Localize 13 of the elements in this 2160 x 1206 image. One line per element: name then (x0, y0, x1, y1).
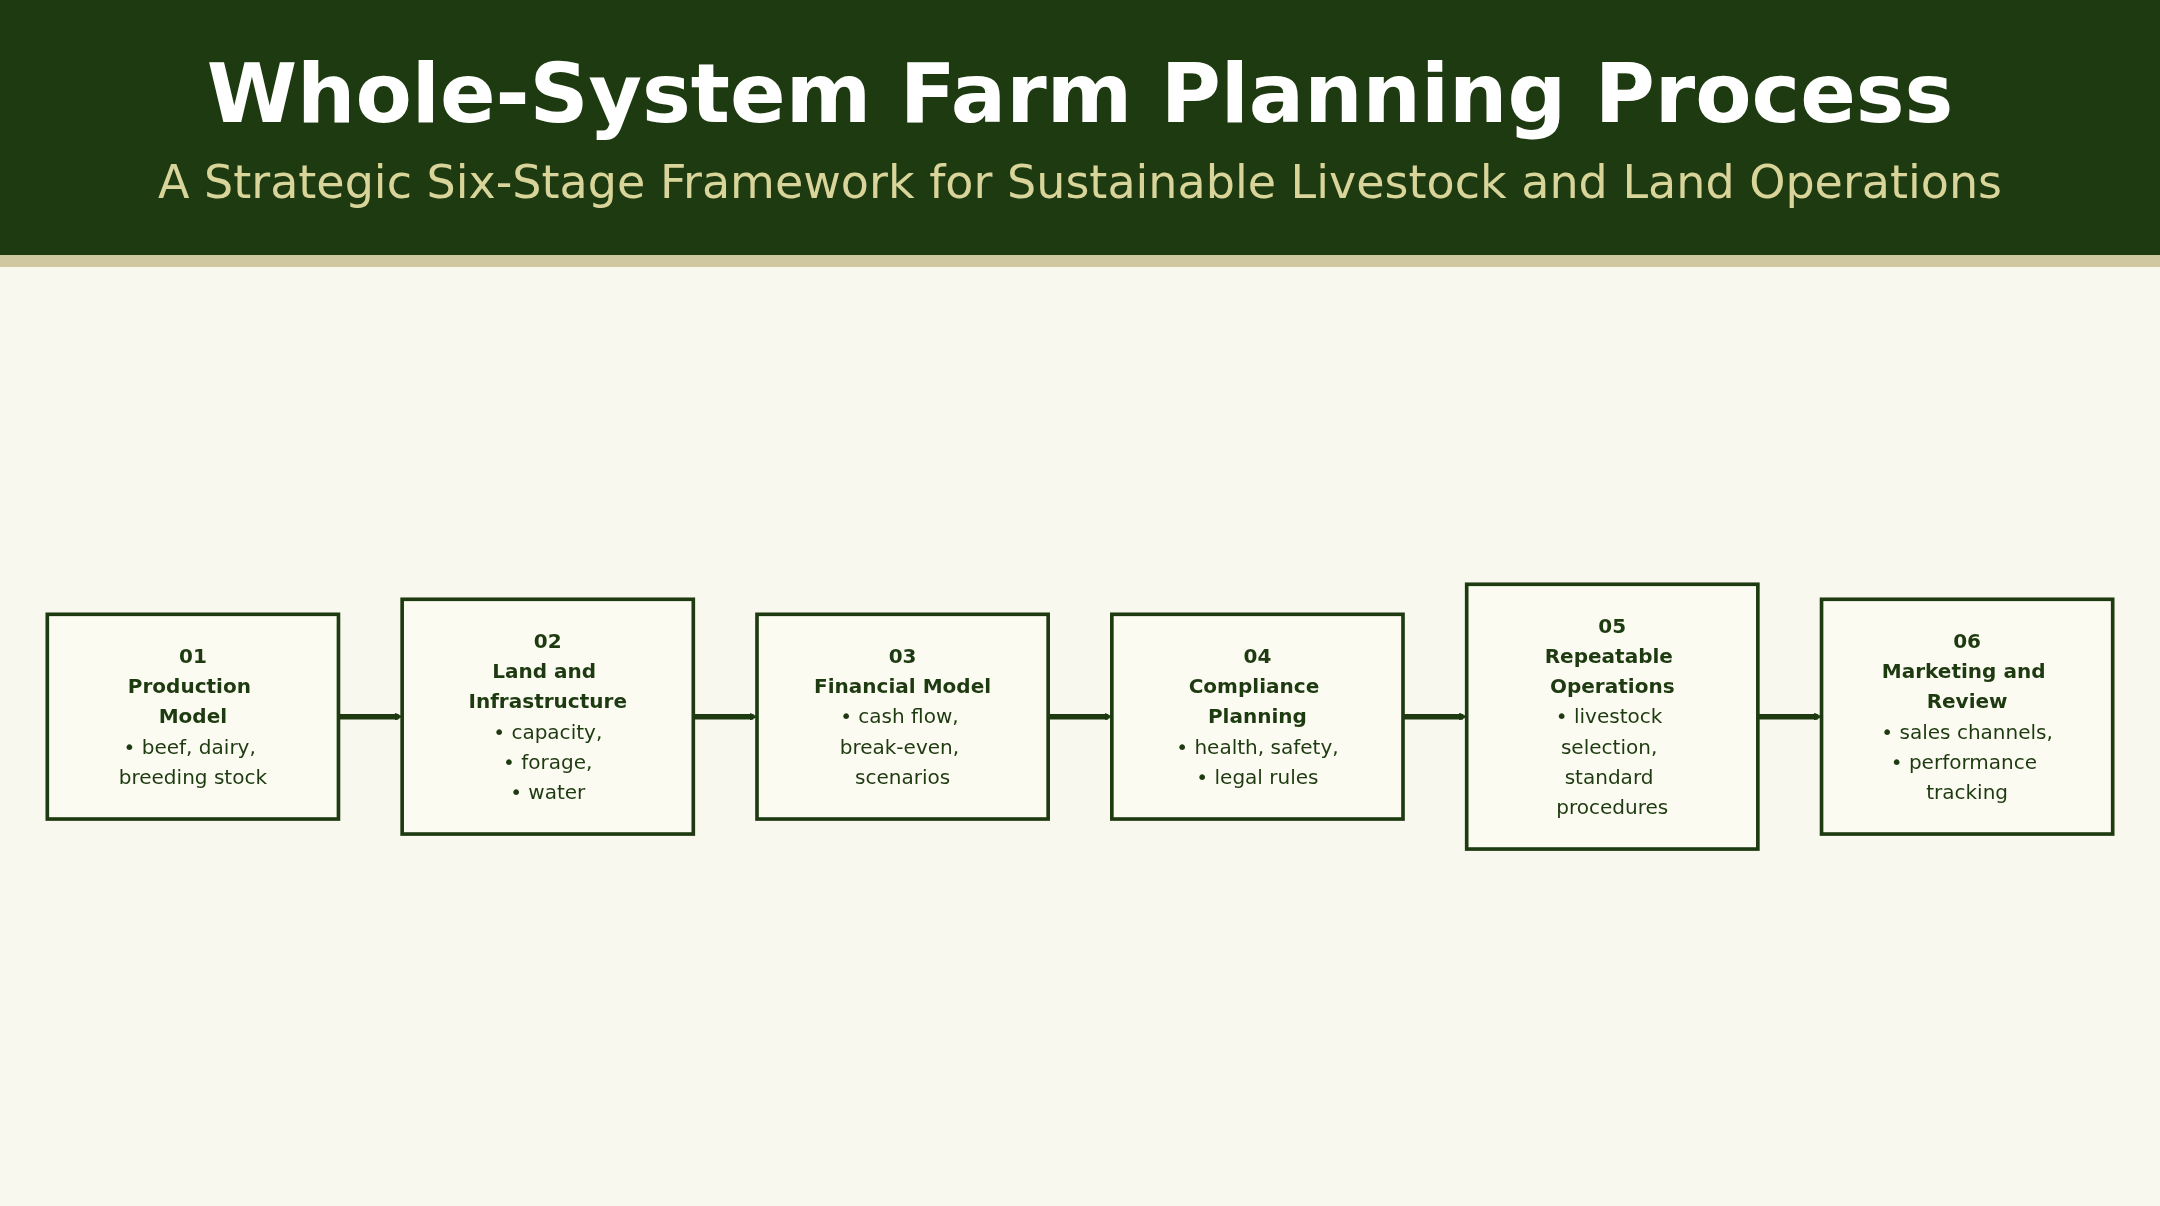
arrow (338, 713, 403, 721)
title: Whole-System Farm Planning Process (206, 46, 1954, 141)
node-box: 02 Land and Infrastructure • capacity, • forage, • water (400, 597, 696, 837)
arrow (1403, 713, 1468, 721)
node-box: 05 Repeatable Operations • livestock selection, standard procedures (1464, 582, 1760, 852)
arrow (1757, 713, 1822, 721)
arrow (1048, 713, 1113, 721)
node-box: 06 Marketing and Review • sales channels, • performance tracking (1819, 597, 2115, 837)
node-box: 04 Compliance Planning • health, safety, • legal rules (1110, 612, 1405, 822)
subtitle: A Strategic Six-Stage Framework for Sustainable Livestock and Land Operations (157, 155, 2003, 209)
arrow (693, 713, 758, 721)
node-box: 01 Production Model • beef, dairy, breeding stock (45, 612, 341, 822)
node-box: 03 Financial Model • cash flow, break-even, scenarios (755, 612, 1050, 822)
